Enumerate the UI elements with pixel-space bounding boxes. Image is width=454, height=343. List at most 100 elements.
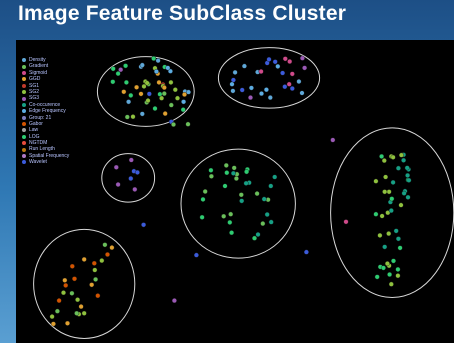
data-point [138,91,144,97]
legend-item: Run Length [22,146,69,152]
data-point [155,58,161,64]
legend-swatch [22,58,26,63]
data-point [248,85,254,91]
legend-item: Co-occurence [22,102,69,108]
legend-item: SG3 [22,95,69,101]
legend-label: GGD [29,76,41,83]
data-point [89,282,95,288]
data-point [153,69,159,75]
data-point [286,81,292,87]
legend-swatch [22,122,26,127]
data-point [141,222,147,228]
data-point [161,91,167,97]
cluster-ellipse-6 [33,228,136,339]
data-point [141,83,147,89]
data-point [398,152,404,158]
legend-swatch [22,154,26,159]
data-point [81,310,87,316]
data-point [151,56,157,62]
data-point [261,196,267,202]
data-point [72,276,78,282]
data-point [62,277,68,283]
data-point [405,172,411,178]
data-point [222,183,228,189]
cluster-ellipse-4 [180,148,296,259]
legend-swatch [22,102,26,107]
legend-item: SG2 [22,89,69,95]
data-point [152,105,158,111]
data-point [241,63,247,69]
data-point [165,65,171,71]
data-point [280,70,286,76]
data-point [382,244,388,250]
data-point [199,214,205,220]
data-point [268,183,274,189]
data-point [95,293,101,299]
legend-item: Edge Frequency [22,108,69,114]
data-point [74,310,80,316]
data-point [374,274,380,280]
data-point [395,165,401,171]
data-point [193,252,199,258]
data-point [255,231,261,237]
data-point [258,69,264,75]
data-point [233,175,239,181]
data-point [65,320,71,326]
legend-label: Sigmoid [29,69,48,76]
data-point [118,67,124,73]
data-point [56,298,62,304]
data-point [128,92,134,98]
chart-title: Image Feature SubClass Cluster [18,2,347,25]
data-point [243,180,249,186]
data-point [110,66,116,72]
data-point [224,170,230,176]
data-point [167,68,173,74]
data-point [387,271,393,277]
data-point [109,245,115,251]
data-point [393,228,399,234]
scatter-chart [33,47,454,339]
data-point [144,80,150,86]
data-point [404,165,410,171]
legend-label: Gabor [29,120,43,127]
data-point [232,69,238,75]
data-point [266,56,272,62]
data-point [123,63,129,69]
data-point [63,282,69,288]
data-point [50,321,56,327]
data-point [126,99,132,105]
legend-label: Density [29,57,46,63]
data-point [229,230,235,236]
data-point [406,177,412,183]
legend-swatch [22,64,26,69]
data-point [244,169,250,175]
data-point [121,89,127,95]
data-point [174,95,180,101]
data-point [386,231,392,237]
data-point [93,276,99,282]
data-point [185,89,191,95]
data-point [69,290,75,296]
data-point [161,85,167,91]
data-point [379,213,385,219]
data-point [239,87,245,93]
data-point [130,114,136,120]
data-point [275,63,281,69]
legend-swatch [22,115,26,120]
data-point [78,304,84,310]
data-point [395,236,401,242]
data-point [231,165,237,171]
legend-swatch [22,160,26,165]
data-point [397,245,403,251]
legend-item: NGTDM [22,140,69,146]
data-point [395,266,401,272]
legend-swatch [22,96,26,101]
data-point [238,192,244,198]
data-point [272,174,278,180]
data-point [115,181,121,187]
data-point [229,81,235,87]
data-point [230,170,236,176]
legend-swatch [22,147,26,152]
legend-label: Group: 21 [29,114,52,121]
